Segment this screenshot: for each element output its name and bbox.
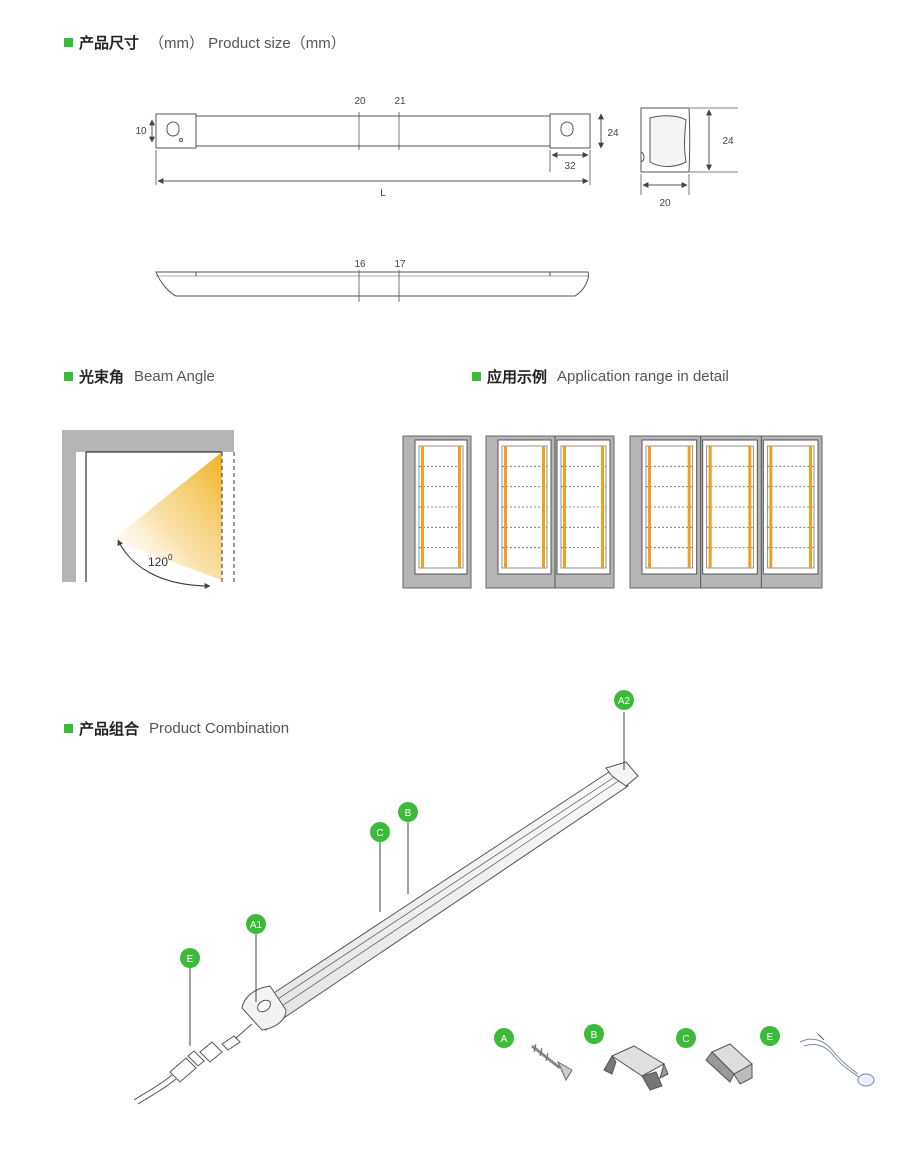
led-strip — [769, 446, 773, 568]
callout-label: A — [501, 1034, 508, 1045]
dim-label: 16 — [354, 259, 366, 270]
callout-label: B — [405, 808, 412, 819]
green-square-icon — [64, 724, 73, 733]
clip-c-part — [705, 1043, 753, 1085]
led-strip — [504, 446, 507, 568]
section-title-beam: 光束角 Beam Angle — [64, 366, 215, 387]
leader-lines — [189, 712, 625, 1046]
title-en: （mm） Product size（mm） — [149, 35, 346, 52]
dim-label: 24 — [607, 128, 619, 139]
main-light-bar — [241, 761, 639, 1031]
dim-label: 32 — [564, 161, 576, 172]
connector-e-part — [169, 1023, 253, 1083]
callout-part-c: C — [676, 1028, 696, 1048]
dim-label: 20 — [659, 198, 671, 209]
profile-drawing — [640, 107, 738, 195]
title-cn: 产品组合 — [79, 721, 140, 738]
callout-b: B — [398, 802, 418, 822]
beam-angle-diagram — [62, 430, 235, 589]
led-strip — [601, 446, 604, 568]
beam-angle-label: 1200 — [148, 553, 173, 569]
callout-part-b: B — [584, 1024, 604, 1044]
callout-part-a: A — [494, 1028, 514, 1048]
title-en: Beam Angle — [134, 368, 215, 385]
beam-angle-unit: 0 — [168, 553, 173, 562]
section-title-combination: 产品组合 Product Combination — [64, 718, 289, 739]
section-title-size: 产品尺寸 （mm） Product size（mm） — [64, 32, 346, 53]
callout-label: A2 — [618, 696, 631, 707]
dim-label: 20 — [354, 96, 366, 107]
title-cn: 应用示例 — [487, 369, 548, 386]
side-view-drawing — [155, 270, 589, 302]
section-title-application: 应用示例 Application range in detail — [472, 366, 729, 387]
dim-label: L — [380, 188, 386, 199]
title-en: Product Combination — [149, 720, 290, 737]
led-strip — [563, 446, 566, 568]
cable-e-part — [799, 1033, 875, 1087]
dim-label: 24 — [722, 136, 734, 147]
led-strip — [809, 446, 812, 568]
led-strip — [708, 446, 712, 568]
clip-b-part — [603, 1045, 669, 1091]
title-cn: 光束角 — [79, 369, 125, 386]
top-view-drawing — [149, 112, 604, 185]
led-strip — [648, 446, 651, 568]
callout-c: C — [370, 822, 390, 842]
application-cabinets — [402, 435, 823, 589]
green-square-icon — [64, 38, 73, 47]
callout-label: E — [187, 954, 194, 965]
callout-label: C — [682, 1034, 689, 1045]
led-strip — [748, 446, 752, 568]
green-square-icon — [64, 372, 73, 381]
callout-part-e: E — [760, 1026, 780, 1046]
callout-a2: A2 — [614, 690, 634, 710]
product-combination-drawing — [133, 712, 875, 1105]
led-strip — [542, 446, 545, 568]
title-en: Application range in detail — [557, 368, 729, 385]
green-square-icon — [472, 372, 481, 381]
dim-label: 17 — [394, 259, 406, 270]
dim-label: 10 — [135, 126, 147, 137]
callout-label: E — [767, 1032, 774, 1043]
callout-label: B — [591, 1030, 598, 1041]
led-strip — [458, 446, 461, 568]
title-cn: 产品尺寸 — [79, 35, 140, 52]
led-strip — [421, 446, 424, 568]
beam-angle-value: 120 — [148, 555, 168, 569]
screw-part — [531, 1043, 573, 1082]
led-strip — [687, 446, 691, 568]
callout-label: A1 — [250, 920, 263, 931]
callout-label: C — [376, 828, 383, 839]
callout-e: E — [180, 948, 200, 968]
dim-label: 21 — [394, 96, 406, 107]
callout-a1: A1 — [246, 914, 266, 934]
